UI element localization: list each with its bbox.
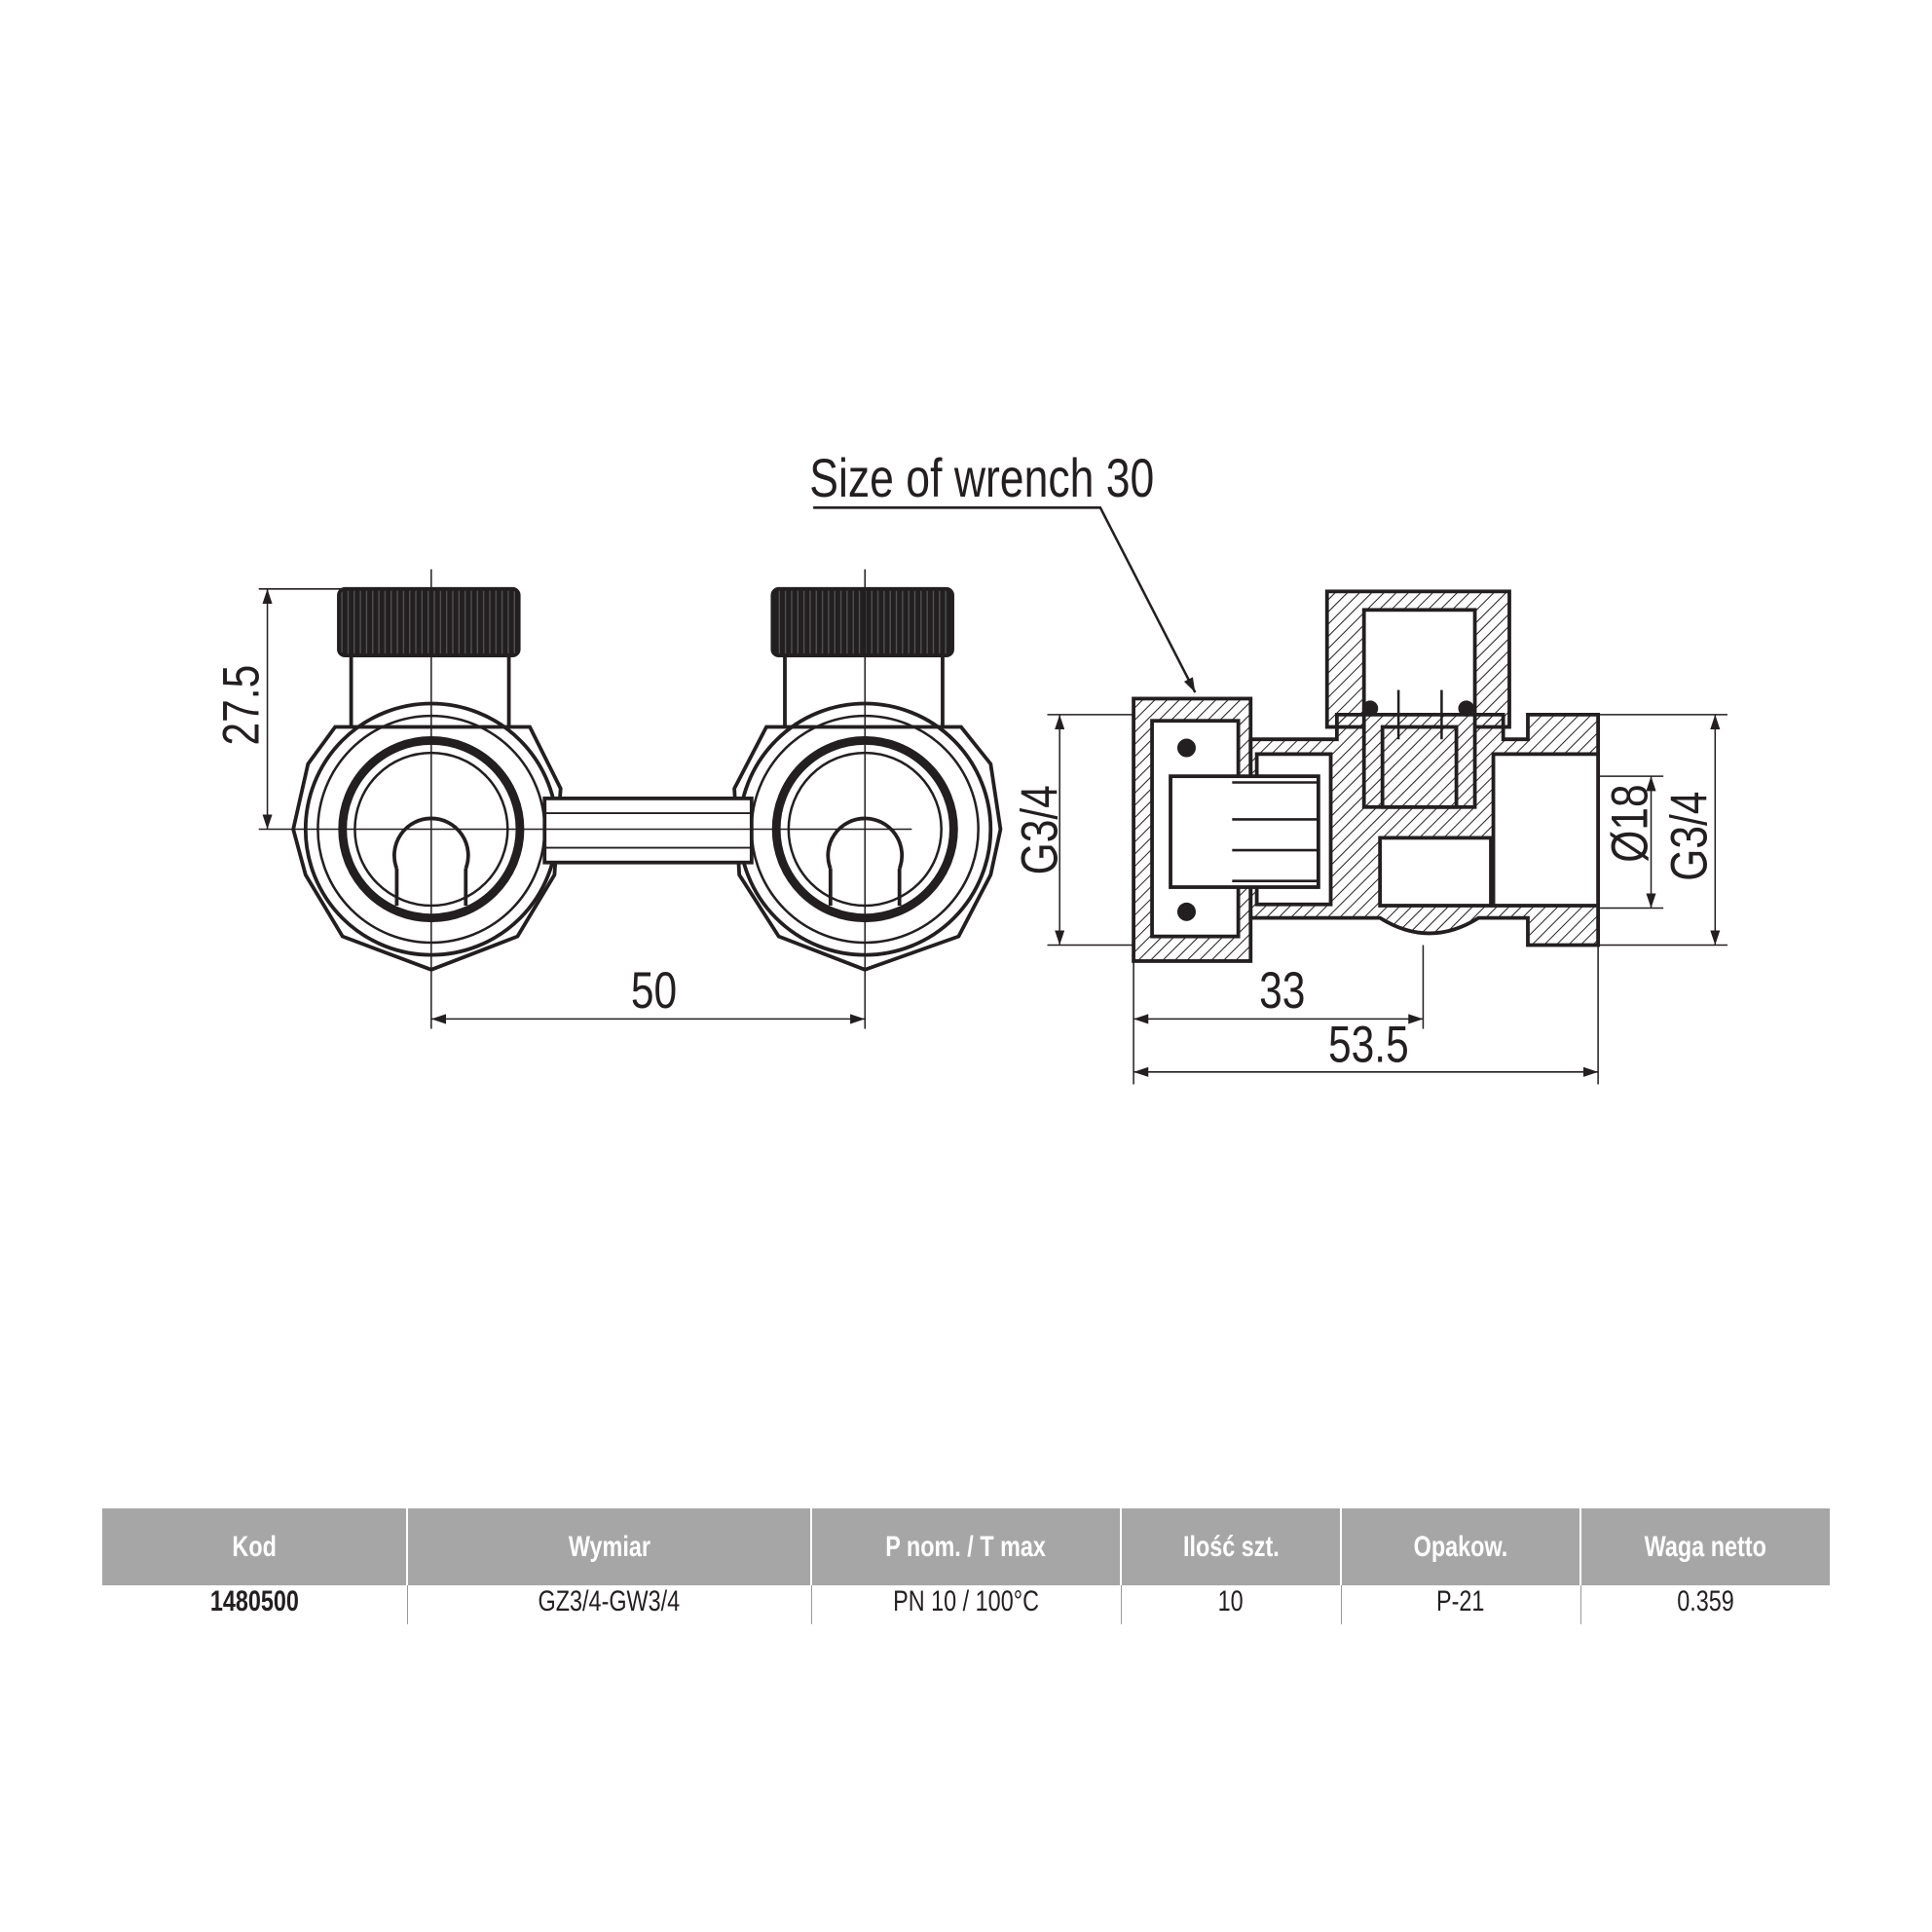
cell-wymiar: GZ3/4-GW3/4 [406, 1585, 811, 1624]
dim-spacing: 50 [631, 962, 677, 1021]
front-view [258, 569, 1003, 1029]
cell-pnom-tmax: PN 10 / 100°C [810, 1585, 1121, 1624]
dim-thread-right: G3/4 [1660, 792, 1719, 881]
header-waga: Waga netto [1579, 1508, 1830, 1585]
header-wymiar: Wymiar [406, 1508, 811, 1585]
wrench-size-label: Size of wrench 30 [809, 447, 1154, 508]
dim-partial-length: 33 [1259, 962, 1305, 1021]
dim-height-cap: 27.5 [212, 665, 271, 746]
header-pnom-tmax: P nom. / T max [810, 1508, 1121, 1585]
header-opakow: Opakow. [1340, 1508, 1580, 1585]
dim-bore: Ø18 [1601, 784, 1659, 862]
table-header-row: Kod Wymiar P nom. / T max Ilość szt. Opa… [102, 1508, 1830, 1585]
header-kod: Kod [102, 1508, 407, 1585]
wrench-leader-line [813, 506, 1197, 693]
section-view [1132, 589, 1601, 963]
knurled-cap-icon [770, 586, 954, 658]
dim-thread-left: G3/4 [1011, 785, 1069, 874]
spec-table: Kod Wymiar P nom. / T max Ilość szt. Opa… [102, 1508, 1830, 1624]
cell-waga: 0.359 [1579, 1585, 1830, 1624]
dim-total-length: 53.5 [1328, 1016, 1409, 1074]
valve-right [732, 586, 1003, 972]
cell-opakow: P-21 [1340, 1585, 1580, 1624]
valve-left [291, 586, 563, 972]
cell-kod: 1480500 [209, 1585, 299, 1617]
table-row: 1480500 GZ3/4-GW3/4 PN 10 / 100°C 10 P-2… [102, 1585, 1830, 1624]
header-ilosc: Ilość szt. [1120, 1508, 1341, 1585]
knurled-cap-icon [337, 586, 521, 658]
cell-ilosc: 10 [1120, 1585, 1341, 1624]
bridge-pipe [542, 797, 754, 865]
